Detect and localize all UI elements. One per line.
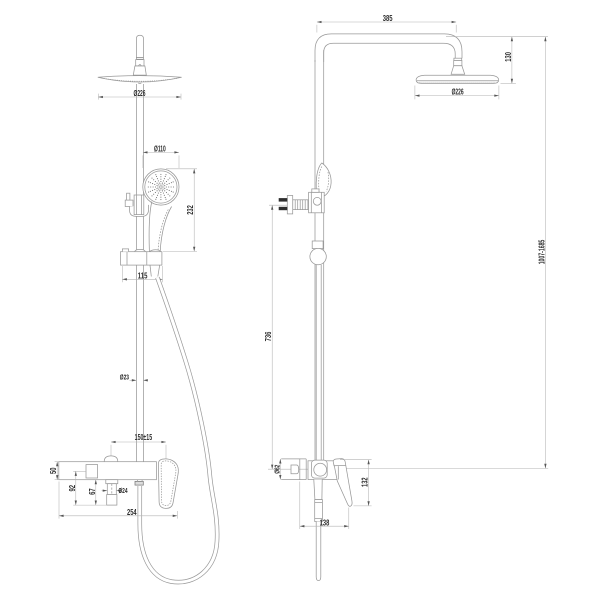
svg-text:Ø23: Ø23 <box>120 373 129 382</box>
svg-text:150±15: 150±15 <box>135 433 153 442</box>
svg-text:Ø110: Ø110 <box>154 144 166 153</box>
svg-text:115: 115 <box>138 271 148 280</box>
svg-text:Ø226: Ø226 <box>452 88 464 97</box>
svg-text:130: 130 <box>504 52 513 62</box>
svg-text:1007-1685: 1007-1685 <box>537 239 546 264</box>
svg-text:138: 138 <box>320 518 330 527</box>
svg-text:385: 385 <box>383 14 393 23</box>
svg-text:254: 254 <box>127 508 137 517</box>
svg-text:50: 50 <box>49 467 58 474</box>
svg-text:736: 736 <box>264 331 273 341</box>
svg-text:132: 132 <box>361 477 370 487</box>
svg-text:67: 67 <box>88 488 97 495</box>
svg-text:Ø226: Ø226 <box>134 89 146 98</box>
svg-text:232: 232 <box>186 205 195 215</box>
svg-text:Ø62: Ø62 <box>272 465 281 474</box>
svg-text:92: 92 <box>68 484 77 491</box>
svg-text:Ø24: Ø24 <box>118 486 128 495</box>
